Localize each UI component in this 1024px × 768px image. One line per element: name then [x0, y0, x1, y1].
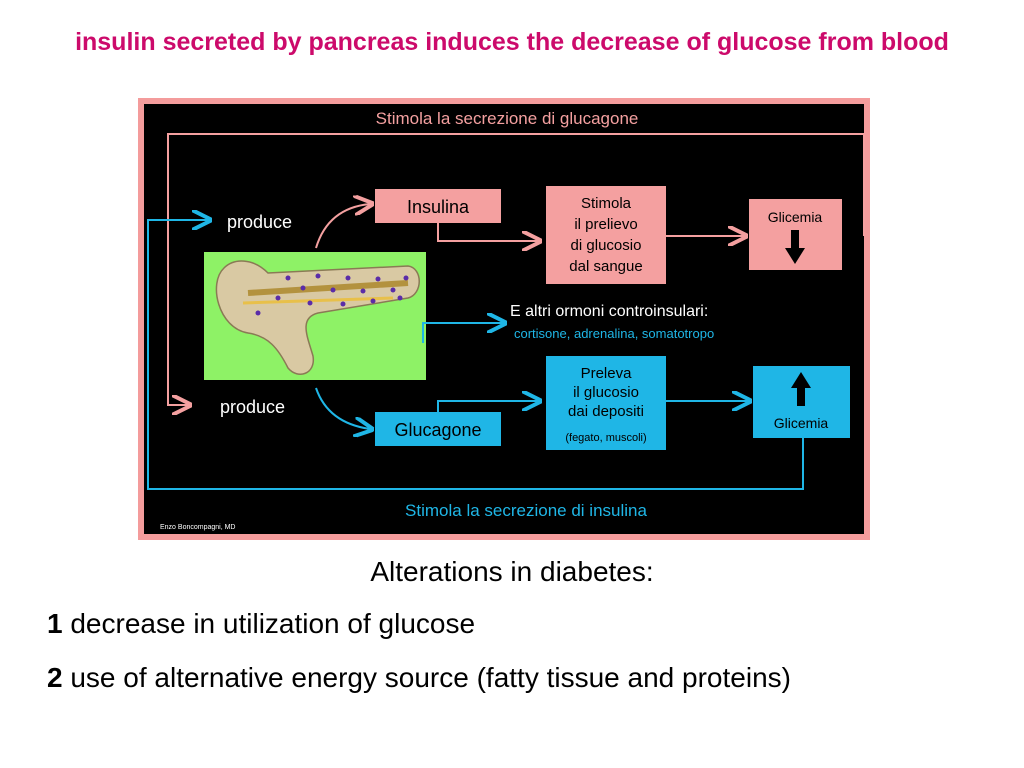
preleva-text-line: Preleva — [581, 365, 633, 382]
produce-bottom-label: produce — [220, 397, 285, 417]
caption: Alterations in diabetes: — [370, 556, 654, 587]
stimola-text-line: Stimola — [581, 195, 632, 212]
preleva-note: (fegato, muscoli) — [565, 432, 646, 444]
page-title: insulin secreted by pancreas induces the… — [75, 28, 949, 56]
glucagone-label: Glucagone — [394, 420, 481, 440]
diagram-svg: Stimola la secrezione di glucagone Stimo… — [144, 104, 865, 534]
stimola-text-line: dal sangue — [569, 258, 642, 275]
stimola-text-line: il prelievo — [574, 216, 637, 233]
stimola-box — [546, 186, 666, 284]
preleva-text-line: dai depositi — [568, 403, 644, 420]
to-insulina-arrow — [315, 204, 370, 249]
glicemia-top-label: Glicemia — [768, 209, 823, 225]
point-2-text: use of alternative energy source (fatty … — [70, 662, 791, 693]
arrow-up-icon — [791, 372, 811, 406]
point-2: 2 use of alternative energy source (fatt… — [47, 662, 791, 694]
arrow-down-icon — [785, 230, 805, 264]
top-banner-text: Stimola la secrezione di glucagone — [376, 109, 639, 128]
produce-top-label: produce — [227, 212, 292, 232]
point-1-text: decrease in utilization of glucose — [70, 608, 476, 639]
point-2-number: 2 — [47, 662, 63, 693]
preleva-text-line: il glucosio — [573, 384, 639, 401]
pancreas-illustration — [215, 260, 420, 375]
top-feedback-line — [167, 133, 865, 405]
other-hormones-title: E altri ormoni controinsulari: — [510, 303, 708, 320]
insulina-label: Insulina — [407, 197, 470, 217]
point-1-number: 1 — [47, 608, 63, 639]
preleva-box — [546, 356, 666, 450]
credit-text: Enzo Boncompagni, MD — [160, 524, 235, 531]
point-1: 1 decrease in utilization of glucose — [47, 608, 475, 640]
other-hormones-list: cortisone, adrenalina, somatotropo — [514, 326, 714, 341]
to-glucagone-arrow — [315, 387, 370, 429]
bottom-banner-text: Stimola la secrezione di insulina — [405, 501, 647, 520]
glucagone-to-preleva-arrow — [437, 401, 538, 412]
stimola-text-line: di glucosio — [571, 237, 642, 254]
to-other-hormones-arrow — [422, 323, 503, 343]
glucagone-box — [375, 412, 501, 446]
stimola-text: Stimola il prelievo di glucosio dal sangue — [569, 195, 642, 275]
insulina-box — [375, 189, 501, 223]
insulina-to-stimola-arrow — [437, 223, 538, 241]
bottom-feedback-line — [147, 220, 804, 490]
preleva-text: Preleva il glucosio dai depositi — [568, 365, 644, 420]
glucose-regulation-diagram: Stimola la secrezione di glucagone Stimo… — [138, 98, 870, 540]
glicemia-bottom-label: Glicemia — [774, 415, 829, 431]
